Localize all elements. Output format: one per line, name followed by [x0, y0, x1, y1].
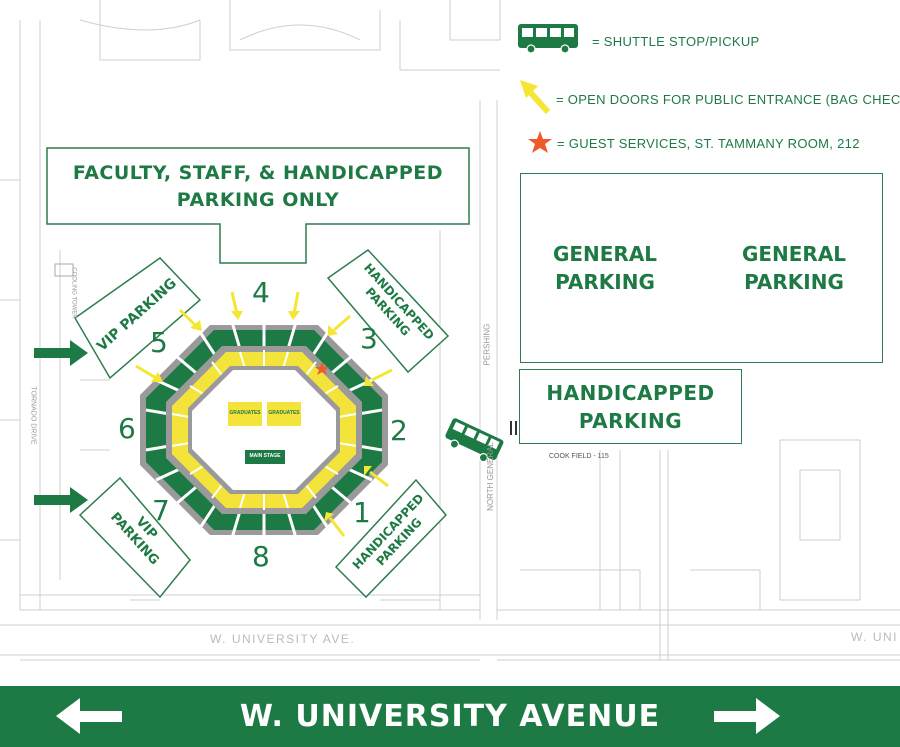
faculty-parking-label: FACULTY, STAFF, & HANDICAPPED PARKING ON… [47, 160, 469, 214]
faculty-parking-line1: FACULTY, STAFF, & HANDICAPPED [72, 162, 444, 184]
handicapped-parking-ne-lot [326, 249, 450, 374]
right-arrow-icon [714, 698, 780, 734]
background-streets [0, 0, 900, 661]
general-parking-a-line2: PARKING [555, 270, 655, 294]
vip-parking-nw-lot [74, 257, 202, 380]
entrance-arrow [324, 512, 346, 537]
cooling-tower-label: COOLING TOWER [70, 267, 77, 319]
footer-arrows [56, 698, 780, 734]
north-general-label: NORTH GENERAL [485, 442, 495, 511]
vip-entry-arrow-north [34, 340, 88, 366]
university-ave-map-label: W. UNIVERSITY AVE. [210, 632, 356, 646]
faculty-parking-lot [46, 147, 470, 264]
entrance-arrow [135, 364, 163, 382]
handicapped-east-line1: HANDICAPPED [546, 380, 715, 405]
university-ave-right-label: W. UNI [851, 630, 898, 644]
footer-band: W. UNIVERSITY AVENUE [0, 686, 900, 747]
legend-guest-services-text: = GUEST SERVICES, ST. TAMMANY ROOM, 212 [557, 136, 860, 151]
graduates-left-label: GRADUATES [229, 410, 261, 416]
handicapped-parking-se-lot [334, 478, 448, 599]
general-parking-a-label: GENERAL PARKING [545, 240, 665, 296]
general-parking-b-line1: GENERAL [741, 242, 847, 266]
entrance-arrow [328, 314, 351, 336]
shuttle-bus-icon [445, 418, 504, 463]
entrance-number-3: 3 [360, 322, 378, 355]
entrance-number-8: 8 [252, 540, 270, 573]
general-parking-a-line1: GENERAL [552, 242, 658, 266]
arena [140, 320, 388, 540]
graduates-left-box [228, 402, 262, 426]
handicapped-east-line2: PARKING [578, 408, 683, 433]
legend-entrance-text: = OPEN DOORS FOR PUBLIC ENTRANCE (BAG CH… [556, 92, 900, 107]
entrance-number-4: 4 [252, 276, 270, 309]
main-stage-label: MAIN STAGE [249, 453, 281, 459]
entrance-number-1: 1 [353, 496, 371, 529]
legend-shuttle-text: = SHUTTLE STOP/PICKUP [592, 34, 760, 49]
footer-title: W. UNIVERSITY AVENUE [239, 699, 661, 734]
entrance-arrow [288, 291, 300, 320]
general-parking-b-line2: PARKING [744, 270, 844, 294]
legend-shuttle-icon [518, 24, 578, 54]
legend-star-icon [528, 131, 552, 153]
main-stage-box [245, 450, 285, 464]
faculty-parking-line2: PARKING ONLY [176, 189, 340, 211]
handicapped-parking-east-lot: HANDICAPPED PARKING [519, 369, 742, 444]
entrance-arrow [364, 368, 393, 386]
entrance-arrow [364, 466, 389, 488]
cook-field-label: COOK FIELD - 115 [549, 453, 609, 460]
entrance-number-6: 6 [118, 412, 136, 445]
general-parking-lot [520, 173, 883, 363]
vip-entry-arrow-south [34, 487, 88, 513]
pickup-marks [510, 421, 517, 435]
entrance-number-2: 2 [390, 414, 408, 447]
general-parking-b-label: GENERAL PARKING [734, 240, 854, 296]
vip-parking-sw-lot [78, 476, 191, 599]
entrance-number-7: 7 [152, 494, 170, 527]
legend-arrow-icon [520, 80, 551, 115]
tornado-drive-label: TORNADO DRIVE [29, 386, 37, 445]
guest-services-star [315, 362, 329, 375]
entrance-number-5: 5 [150, 326, 168, 359]
graduates-right-box [267, 402, 301, 426]
graduates-right-label: GRADUATES [268, 410, 300, 416]
pershing-label: PERSHING [482, 323, 492, 366]
left-arrow-icon [56, 698, 122, 734]
cooling-tower-box [54, 263, 74, 277]
entrance-arrow [230, 291, 243, 320]
entrance-arrows [135, 291, 393, 537]
entrance-arrow [178, 308, 202, 331]
